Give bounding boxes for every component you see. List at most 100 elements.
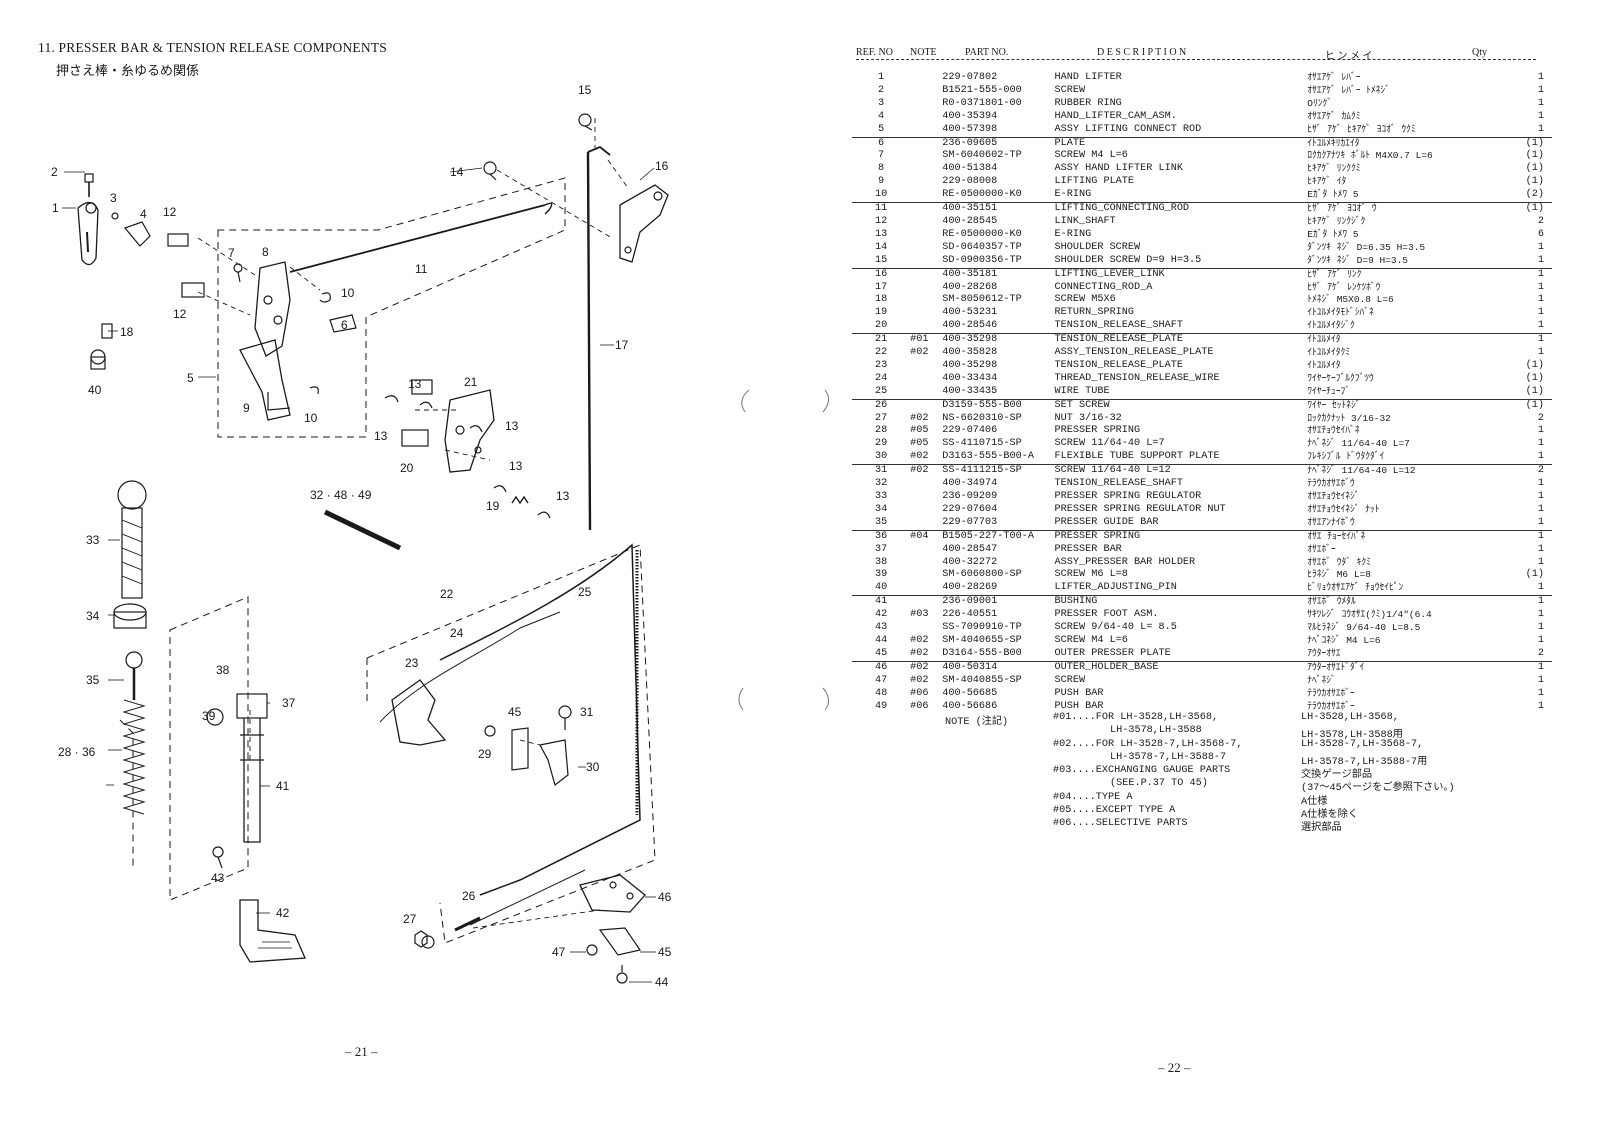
connecting-rod [289,204,546,273]
japanese-name-cell: ｵｻｴﾁｮｳｾｲﾊﾞﾈ [1307,425,1360,437]
part-no-cell: 236-09001 [942,595,1055,610]
note-03-jp: 交換ゲージ部品 [1301,770,1373,781]
note-cell: #02 [910,634,929,646]
note-cell [910,398,943,413]
qty-cell: (1) [1525,569,1544,581]
qty-cell: 1 [1503,529,1552,544]
section-title: 11. PRESSER BAR & TENSION RELEASE COMPON… [38,40,387,55]
part-no-cell: 400-28547 [942,543,998,555]
qty-cell: 1 [1537,97,1544,109]
callout-22: 22 [440,587,454,601]
qty-cell: (1) [1525,150,1544,162]
note-01-jp: LH-3528,LH-3568, [1301,712,1399,723]
japanese-name-cell: ﾋｷｱｹﾞ ﾘﾝｸｼﾞｸ [1307,215,1366,227]
qty-cell: 1 [1537,556,1544,568]
callout-37: 37 [282,696,296,710]
callout-13c: 13 [505,419,519,433]
note-cell [910,544,942,557]
part-no-cell: 236-09209 [942,491,998,502]
header-ref-no: REF. NO [856,47,893,58]
note-cell [910,569,942,582]
qty-cell: 1 [1503,660,1552,675]
part-no-cell: 400-28269 [942,582,998,594]
note-cell [910,582,942,595]
description-cell: SCREW M4 L=6 [1054,634,1128,646]
header-description: D E S C R I P T I O N [1097,47,1187,58]
description-cell: NUT 3/16-32 [1054,412,1122,424]
connecting-rod-a [586,151,592,531]
note-cell [910,595,943,610]
note-cell: #03 [910,609,929,621]
qty-cell: 1 [1537,294,1544,306]
description-cell: LIFTING PLATE [1054,176,1135,188]
callout-17: 17 [615,338,629,352]
ref-no-cell: 12 [874,215,888,227]
japanese-name-cell: ﾅﾍﾞｺﾈｼﾞ M4 L=6 [1307,634,1381,646]
qty-cell: 1 [1537,123,1544,135]
ref-no-cell: 8 [878,163,885,175]
ref-no-cell: 14 [874,241,888,253]
ref-no-cell: 35 [874,516,888,528]
callout-15: 15 [578,83,592,97]
note-01-jp-cont: LH-3578,LH-3588用 [1301,730,1403,741]
part-no-cell: 236-09605 [942,136,1055,151]
japanese-name-cell: ﾋｷｱｹﾞ ﾘﾝｸｸﾐ [1307,163,1361,175]
note-cell: #02 [910,451,929,463]
callout-41: 41 [276,779,290,793]
ref-no-cell: 43 [874,622,888,634]
ref-no-cell: 40 [874,582,888,594]
callout-42: 42 [276,906,290,920]
callout-32-48-49: 32 · 48 · 49 [310,488,372,502]
part-no-cell: RE-0500000-K0 [942,189,1022,201]
qty-cell: 1 [1537,582,1544,594]
notes-label: NOTE (注記) [945,717,1009,728]
description-cell: LINK_SHAFT [1054,215,1116,227]
set-screw-wire [469,869,586,926]
qty-cell: 1 [1537,700,1544,712]
part-no-cell: SD-0900356-TP [942,254,1022,266]
description-cell: BUSHING [1054,595,1308,610]
note-cell [910,491,942,504]
japanese-name-cell: ﾄﾒﾈｼﾞ M5X0.8 L=6 [1307,294,1394,306]
return-spring [511,495,529,505]
description-cell: PUSH BAR [1054,687,1104,699]
callout-29: 29 [478,747,492,761]
part-no-cell: NS-6620310-SP [942,412,1022,424]
japanese-name-cell: ﾌﾚｷｼﾌﾞﾙ ﾄﾞｳﾀｸﾀﾞｲ [1307,451,1385,463]
ref-no-cell: 24 [874,372,888,384]
note-06-jp: 選択部品 [1301,823,1342,834]
japanese-name-cell: ｲﾄﾕﾙﾒｲﾀﾓﾄﾞｼﾊﾞﾈ [1307,307,1374,319]
note-cell [910,124,942,137]
note-cell [910,373,942,386]
qty-cell: (1) [1503,136,1552,151]
part-no-cell: 400-35828 [942,347,998,359]
japanese-name-cell: ﾏﾙﾋﾗﾈｼﾞ 9/64-40 L=8.5 [1307,622,1421,634]
callout-45: 45 [508,705,522,719]
note-cell [910,98,942,111]
ref-no-cell: 47 [874,674,888,686]
description-cell: E-RING [1054,189,1092,201]
ref-no-cell: 11 [852,202,911,216]
ref-no-cell: 41 [852,595,911,610]
part-no-cell: 400-32272 [942,556,998,568]
part-no-cell: 400-35298 [942,359,998,371]
note-cell [910,72,942,85]
callout-23: 23 [405,656,419,670]
part-no-cell: R0-0371801-00 [942,97,1022,109]
callout-33: 33 [86,533,100,547]
description-cell: SCREW 11/64-40 L=7 [1054,438,1165,450]
japanese-name-cell: ﾀﾞﾝﾂｷ ﾈｼﾞ D=9 H=3.5 [1307,254,1408,266]
description-cell: SHOULDER SCREW [1054,241,1141,253]
callout-13: 13 [408,377,422,391]
japanese-name-cell: ﾋﾗﾈｼﾞ M6 L=8 [1307,569,1371,581]
ref-no-cell: 15 [874,254,888,266]
qty-cell: (1) [1525,359,1544,371]
